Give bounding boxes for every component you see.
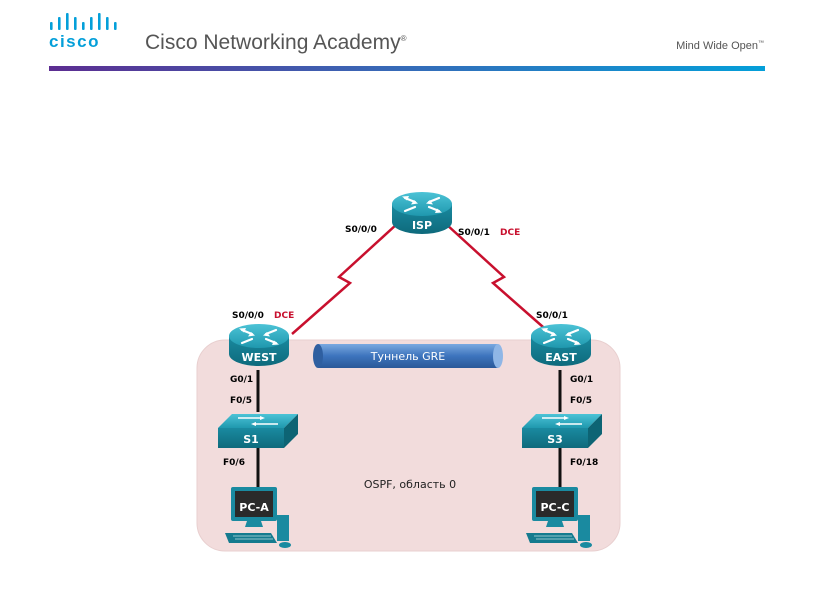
tagline: Mind Wide Open™ — [676, 40, 764, 52]
header-gradient-line — [49, 66, 765, 71]
header: cisco Cisco Networking Academy® Mind Wid… — [0, 0, 814, 75]
pc-a-label: PC-A — [239, 501, 269, 514]
academy-name: Cisco Networking Academy — [145, 31, 401, 54]
s3-f05-label: F0/5 — [570, 396, 592, 406]
isp-dce-label: DCE — [500, 228, 520, 238]
registered-mark: ® — [400, 34, 407, 43]
cisco-logo-bars-icon — [50, 13, 117, 30]
isp-s001-label: S0/0/1 — [458, 228, 490, 238]
tagline-text: Mind Wide Open — [676, 40, 758, 52]
west-g01-label: G0/1 — [230, 375, 253, 385]
isp-s000-label: S0/0/0 — [345, 225, 377, 235]
academy-title: Cisco Networking Academy® — [145, 31, 407, 55]
pc-c-label: PC-C — [540, 501, 569, 514]
east-g01-label: G0/1 — [570, 375, 593, 385]
ospf-area-label: OSPF, область 0 — [364, 478, 456, 491]
trademark-mark: ™ — [758, 40, 764, 47]
west-s000-label: S0/0/0 — [232, 311, 264, 321]
east-s001-label: S0/0/1 — [536, 311, 568, 321]
s1-switch-label: S1 — [243, 433, 259, 446]
ospf-area-0 — [196, 339, 621, 552]
tunnel-label: Туннель GRE — [370, 350, 446, 363]
east-router-label: EAST — [545, 351, 577, 364]
west-router-label: WEST — [241, 351, 277, 364]
west-dce-label: DCE — [274, 311, 294, 321]
serial-link-isp-east — [445, 223, 552, 335]
isp-router-label: ISP — [412, 219, 432, 232]
gre-tunnel: Туннель GRE — [313, 344, 503, 368]
s3-switch-label: S3 — [547, 433, 563, 446]
s1-f05-label: F0/5 — [230, 396, 252, 406]
cisco-logo-text: cisco — [49, 32, 100, 51]
serial-link-isp-west — [291, 223, 398, 335]
s1-f06-label: F0/6 — [223, 458, 245, 468]
s3-f018-label: F0/18 — [570, 458, 598, 468]
